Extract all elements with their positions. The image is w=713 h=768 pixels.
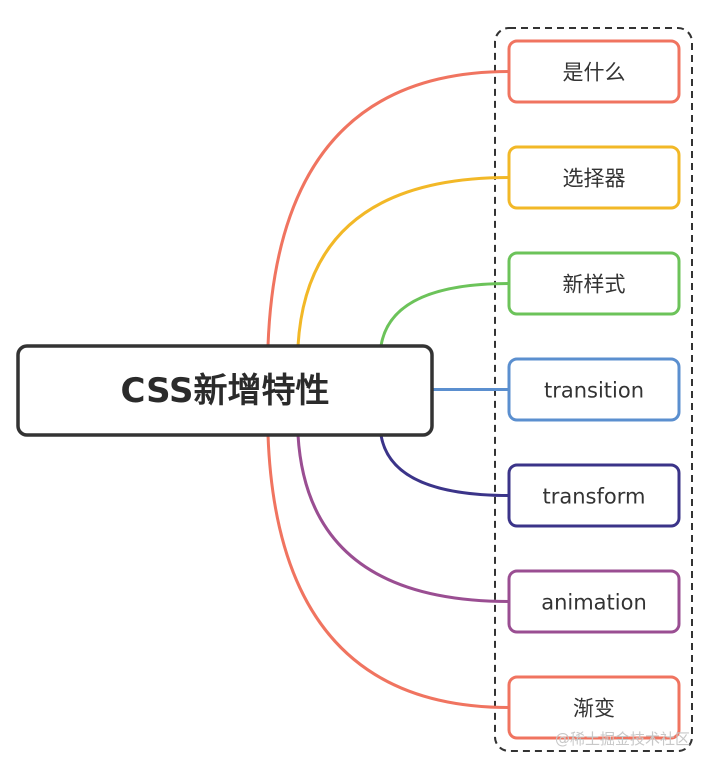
connector-line-3 — [379, 282, 510, 347]
branch-node-label: 渐变 — [573, 697, 615, 721]
branch-node-box — [507, 463, 681, 528]
branch-node-box — [507, 569, 681, 634]
branch-node-1[interactable]: 是什么 — [507, 39, 681, 104]
connector-line-2 — [296, 176, 510, 347]
root-node[interactable]: CSS新增特性 — [16, 344, 434, 437]
connectors — [266, 70, 510, 709]
branch-node-label: transition — [544, 379, 644, 403]
branch-node-label: 是什么 — [563, 61, 626, 85]
branch-node-5[interactable]: transform — [507, 463, 681, 528]
branch-node-6[interactable]: animation — [507, 569, 681, 634]
connector-line-7 — [266, 434, 510, 709]
root-node-label: CSS新增特性 — [120, 371, 329, 411]
connector-line-5 — [379, 434, 510, 497]
branch-node-2[interactable]: 选择器 — [507, 145, 681, 210]
branch-node-label: transform — [543, 485, 646, 509]
connector-line-1 — [266, 70, 510, 347]
branch-node-box — [507, 39, 681, 104]
branch-node-box — [507, 675, 681, 740]
root-node-box — [16, 344, 434, 437]
branch-node-box — [507, 251, 681, 316]
branch-node-label: 选择器 — [563, 167, 626, 191]
branch-node-box — [507, 357, 681, 422]
branch-node-3[interactable]: 新样式 — [507, 251, 681, 316]
branch-node-box — [507, 145, 681, 210]
watermark-text: @稀土掘金技术社区 — [555, 730, 690, 748]
connector-line-6 — [296, 434, 510, 603]
branch-node-label: animation — [541, 591, 647, 615]
branch-node-7[interactable]: 渐变 — [507, 675, 681, 740]
branch-node-4[interactable]: transition — [507, 357, 681, 422]
branch-node-label: 新样式 — [563, 273, 626, 297]
